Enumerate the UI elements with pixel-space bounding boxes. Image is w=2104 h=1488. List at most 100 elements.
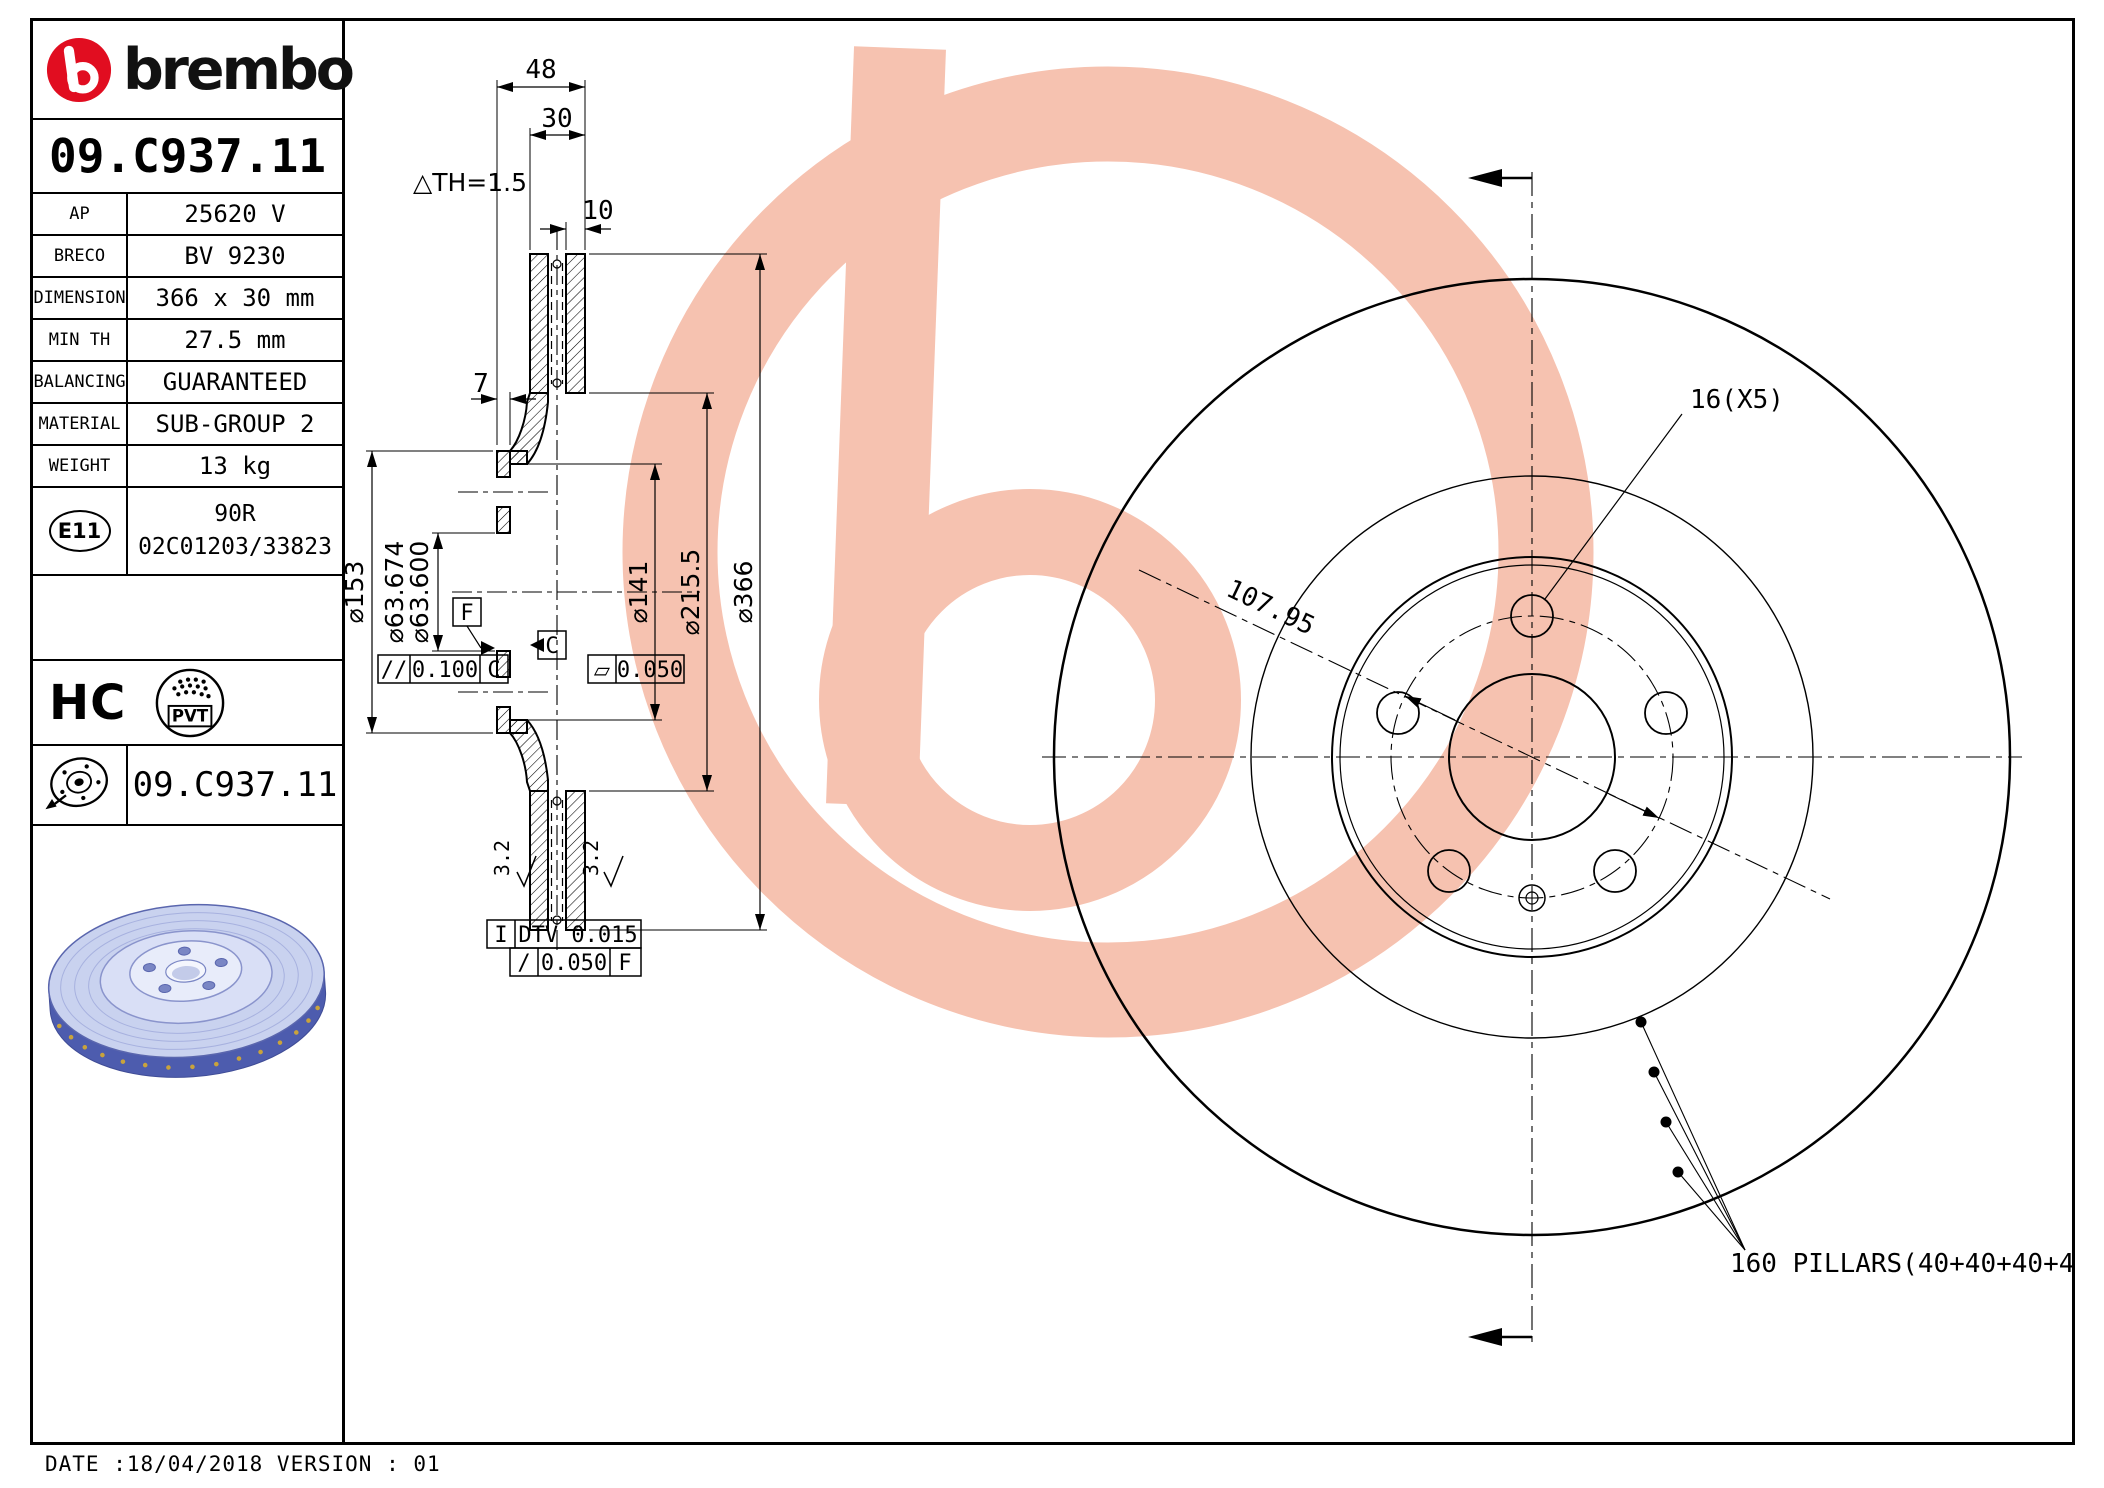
section-dimension-labels: 48 30 △TH=1.5 10 7 ⌀153 ⌀63.674 ⌀63.600 … (345, 55, 758, 643)
parallelism-symbol: // (381, 658, 408, 683)
spec-label: MATERIAL (33, 404, 128, 444)
spec-value: 25620 V (184, 200, 286, 228)
extension-lines (366, 80, 767, 931)
dtv-symbol: I (494, 923, 507, 948)
spec-panel: brembo 09.C937.11 AP 25620 V BRECO BV 92… (33, 21, 355, 1442)
runout-datum: F (618, 951, 631, 976)
disc-part-number: 09.C937.11 (132, 765, 338, 805)
dtv-frame: I DTV 0.015 (486, 919, 642, 949)
pvt-label: PVT (172, 706, 209, 725)
datum-f: F (452, 597, 495, 655)
spec-value: 13 kg (198, 452, 272, 480)
brand-name: brembo (123, 36, 355, 103)
sheet-border (30, 18, 2075, 1445)
pcd-dimension-arrows (1404, 695, 1660, 819)
spec-value: SUB-GROUP 2 (155, 410, 315, 438)
homologation-values: 90R 02C01203/33823 (128, 488, 342, 574)
spec-label: DIMENSION (33, 278, 128, 318)
flatness-value: 0.050 (617, 658, 683, 683)
pillar-leader-lines (1640, 1021, 1746, 1251)
table-row: MATERIAL SUB-GROUP 2 (33, 404, 342, 446)
bolt-holes-label: 16(X5) (1690, 385, 1784, 415)
dim-dia-63-600: ⌀63.600 (405, 541, 434, 644)
parallelism-value: 0.100 (412, 658, 478, 683)
spec-label: BALANCING (33, 362, 128, 402)
runout-symbol: / (517, 951, 530, 976)
spec-value: GUARANTEED (162, 368, 308, 396)
homologation-row: E11 90R 02C01203/33823 (33, 488, 342, 576)
roughness-check-left (516, 855, 537, 888)
spec-table: AP 25620 V BRECO BV 9230 DIMENSION 366 x… (33, 194, 342, 488)
flatness-symbol: ▱ (594, 658, 611, 682)
e11-badge: E11 (48, 510, 111, 552)
pcd-label: 107.95 (1222, 574, 1320, 642)
homologation-line2: 02C01203/33823 (138, 534, 332, 560)
parallelism-datum: C (487, 658, 500, 683)
date-version-line: DATE :18/04/2018 VERSION : 01 (45, 1452, 441, 1476)
hc-badge: HC (49, 674, 127, 731)
dim-width-48: 48 (525, 55, 556, 85)
brembo-logo-icon (46, 37, 112, 102)
roughness-left: 3.2 (490, 840, 514, 876)
front-view: 107.95 16(X5) 160 PILLARS(40 (1042, 169, 2075, 1346)
spec-label: MIN TH (33, 320, 128, 360)
roughness-right: 3.2 (579, 840, 603, 876)
dim-plate-10: 10 (582, 196, 613, 226)
locating-hole (1518, 884, 1546, 912)
table-row: WEIGHT 13 kg (33, 446, 342, 488)
table-row: MIN TH 27.5 mm (33, 320, 342, 362)
vent-gold-dots (56, 1005, 320, 1070)
pvt-dots (172, 677, 212, 698)
datum-c-label: C (545, 634, 558, 659)
surface-roughness-marks: 3.2 3.2 (490, 840, 624, 888)
table-row: BRECO BV 9230 (33, 236, 342, 278)
brake-disc-icon (44, 757, 108, 810)
homologation-line1: 90R (214, 500, 256, 527)
datum-c: C (530, 630, 567, 660)
pvt-badge-icon: PVT (156, 668, 225, 737)
bolt-holes (1376, 594, 1688, 893)
e11-cell: E11 (33, 488, 128, 574)
disc-circles (1052, 277, 2012, 1237)
badges-row: HC PVT (33, 661, 342, 746)
spec-label: BRECO (33, 236, 128, 276)
roughness-check-right (603, 855, 624, 888)
section-centerlines (452, 230, 700, 950)
bolt-hole-callout: 16(X5) (1544, 385, 1784, 600)
part-number: 09.C937.11 (33, 120, 342, 194)
vent-hidden-lines (550, 263, 564, 921)
brembo-watermark (622, 46, 1594, 1038)
spec-value: BV 9230 (184, 242, 286, 270)
pillars-label: 160 PILLARS(40+40+40+40) (1730, 1249, 2075, 1279)
table-row: BALANCING GUARANTEED (33, 362, 342, 404)
section-cut-arrows (1468, 169, 1532, 1346)
spec-value: 27.5 mm (184, 326, 286, 354)
flatness-frame: ▱ 0.050 (587, 654, 685, 684)
dim-dia-153: ⌀153 (345, 561, 369, 624)
dim-th-tolerance: △TH=1.5 (413, 168, 527, 197)
runout-value: 0.050 (541, 951, 607, 976)
datum-f-label: F (460, 601, 473, 626)
dim-dia-63-674: ⌀63.674 (380, 541, 409, 644)
disc-icon-cell (33, 746, 128, 824)
technical-drawing: 48 30 △TH=1.5 10 7 ⌀153 ⌀63.674 ⌀63.600 … (345, 46, 2075, 1346)
table-row: DIMENSION 366 x 30 mm (33, 278, 342, 320)
cross-section-view: 48 30 △TH=1.5 10 7 ⌀153 ⌀63.674 ⌀63.600 … (345, 55, 767, 977)
front-centerlines (1042, 172, 2022, 1342)
disc-part-row: 09.C937.11 (33, 746, 342, 826)
runout-frame: / 0.050 F (509, 947, 642, 977)
pillars-callout: 160 PILLARS(40+40+40+40) (1635, 1016, 2075, 1279)
dim-thickness-30: 30 (541, 104, 572, 134)
dimension-lines (367, 82, 765, 930)
parallelism-frame: // 0.100 C (377, 654, 509, 684)
spec-value: 366 x 30 mm (155, 284, 315, 312)
dim-dia-215-5: ⌀215.5 (676, 549, 705, 636)
spacer-row (33, 576, 342, 661)
dim-dia-141: ⌀141 (624, 561, 653, 624)
dtv-value: DTV 0.015 (518, 923, 637, 948)
spec-label: AP (33, 194, 128, 234)
table-row: AP 25620 V (33, 194, 342, 236)
pillar-dots (1635, 1016, 1684, 1178)
dim-dia-366: ⌀366 (729, 561, 758, 624)
